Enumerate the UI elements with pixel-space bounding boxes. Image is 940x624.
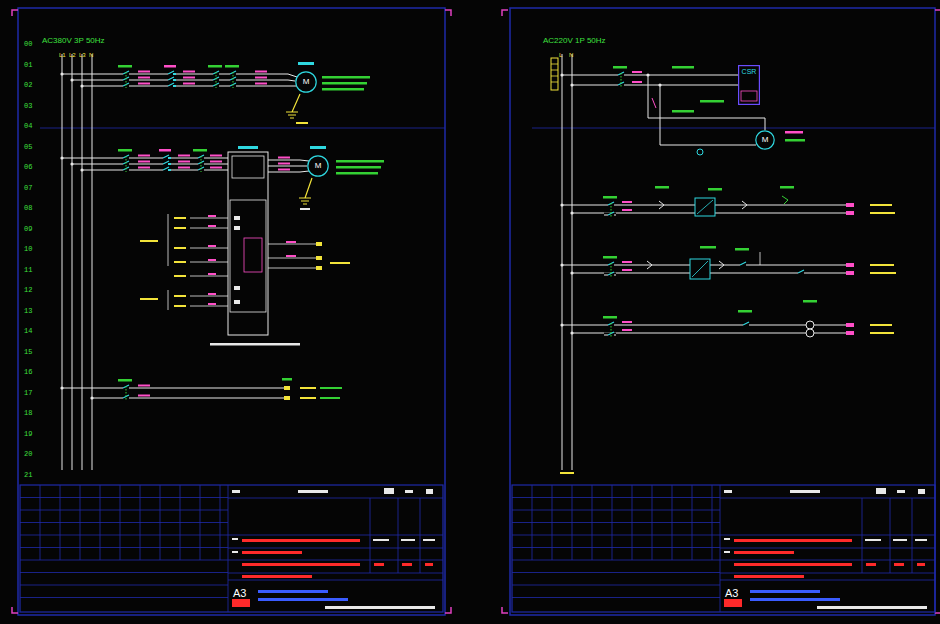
sheet-size-slot: A3: [725, 584, 738, 600]
row-number: 16: [24, 368, 32, 376]
row-number: 06: [24, 163, 32, 171]
node-text: M: [315, 162, 322, 170]
row-number-slot: 00: [24, 33, 32, 49]
row-number: 01: [24, 61, 32, 69]
row-number-slot: 20: [24, 443, 32, 459]
row-number-slot: 09: [24, 218, 32, 234]
row-number-slot: 06: [24, 156, 32, 172]
bus-label-slot: L1: [59, 44, 66, 60]
row-number: 17: [24, 389, 32, 397]
node-text: CSR: [742, 68, 757, 75]
bus-label: L2: [69, 52, 76, 58]
node-text: M: [762, 136, 769, 144]
row-number-slot: 08: [24, 197, 32, 213]
supply-label: AC220V 1P 50Hz: [543, 36, 606, 45]
row-number-slot: 01: [24, 54, 32, 70]
row-number: 08: [24, 204, 32, 212]
bus-label-slot: N: [89, 44, 93, 60]
row-number-slot: 21: [24, 464, 32, 480]
row-number-slot: 05: [24, 136, 32, 152]
bus-label-slot: L3: [79, 44, 86, 60]
row-number: 03: [24, 102, 32, 110]
supply-label: AC380V 3P 50Hz: [42, 36, 105, 45]
csr-box: CSR: [738, 65, 760, 105]
row-number-slot: 15: [24, 341, 32, 357]
row-number: 04: [24, 122, 32, 130]
row-number-slot: 16: [24, 361, 32, 377]
supply-label-slot: AC220V 1P 50Hz: [543, 30, 606, 46]
bus-label-slot: N: [569, 44, 573, 60]
bus-label: L: [559, 52, 562, 58]
sheet-size-slot: A3: [233, 584, 246, 600]
row-number-slot: 07: [24, 177, 32, 193]
row-number: 15: [24, 348, 32, 356]
row-number-slot: 18: [24, 402, 32, 418]
node-text: M: [303, 78, 310, 86]
row-number: 07: [24, 184, 32, 192]
row-number: 21: [24, 471, 32, 479]
row-number-slot: 03: [24, 95, 32, 111]
row-number-slot: 17: [24, 382, 32, 398]
row-number-slot: 04: [24, 115, 32, 131]
row-number: 02: [24, 81, 32, 89]
row-number: 13: [24, 307, 32, 315]
row-number-slot: 10: [24, 238, 32, 254]
sheet-size: A3: [725, 587, 738, 599]
row-number-slot: 19: [24, 423, 32, 439]
row-number: 19: [24, 430, 32, 438]
bus-label: L1: [59, 52, 66, 58]
bus-label-slot: L: [559, 44, 562, 60]
bus-label: L3: [79, 52, 86, 58]
row-number: 09: [24, 225, 32, 233]
row-number-slot: 11: [24, 259, 32, 275]
row-number: 05: [24, 143, 32, 151]
row-number: 12: [24, 286, 32, 294]
motor-circle: M: [307, 155, 329, 177]
row-number: 11: [24, 266, 32, 274]
row-number: 14: [24, 327, 32, 335]
bus-label: N: [89, 52, 93, 58]
supply-label-slot: AC380V 3P 50Hz: [42, 30, 105, 46]
row-number: 20: [24, 450, 32, 458]
row-number-slot: 13: [24, 300, 32, 316]
row-number-slot: 14: [24, 320, 32, 336]
bus-label-slot: L2: [69, 44, 76, 60]
row-number: 00: [24, 40, 32, 48]
row-number-slot: 02: [24, 74, 32, 90]
row-number-slot: 12: [24, 279, 32, 295]
row-number: 10: [24, 245, 32, 253]
fan-motor-circle: M: [755, 130, 775, 150]
sheet-size: A3: [233, 587, 246, 599]
bus-label: N: [569, 52, 573, 58]
motor-circle: M: [295, 71, 317, 93]
row-number: 18: [24, 409, 32, 417]
